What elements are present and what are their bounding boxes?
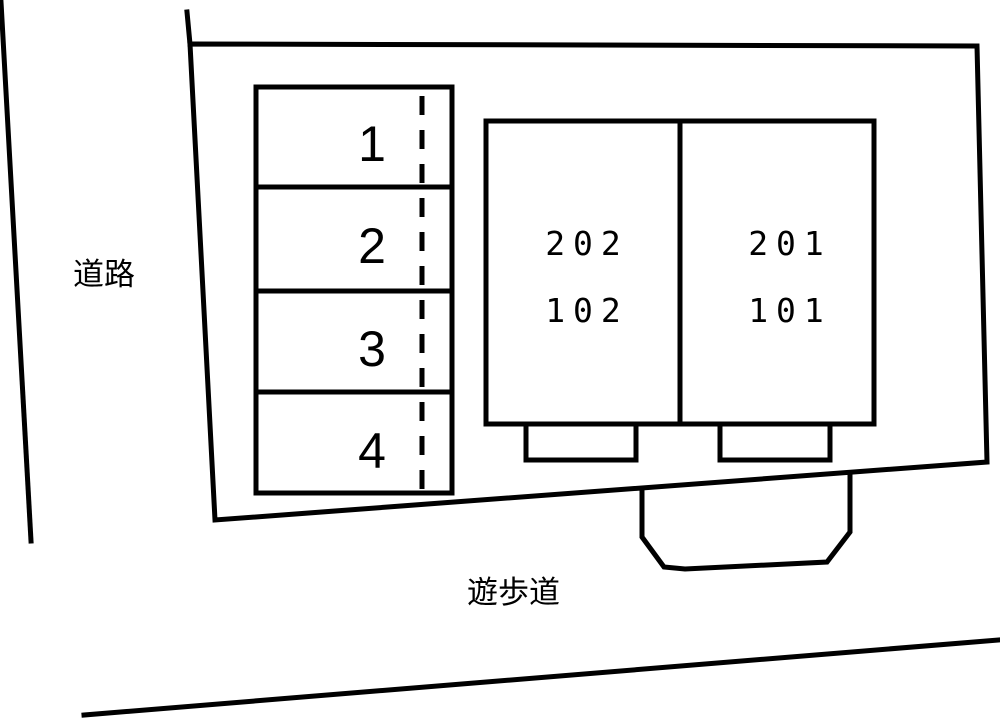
road-edge-line	[0, 0, 34, 544]
promenade-label: 遊歩道	[467, 575, 560, 611]
parking-space-1: 1	[358, 116, 386, 172]
parking-area: 1 2 3 4	[253, 84, 455, 496]
right-porch	[717, 421, 833, 463]
parking-space-3: 3	[358, 321, 386, 377]
parking-space-4: 4	[358, 423, 386, 479]
left-porch	[523, 421, 639, 463]
road-label: 道路	[73, 257, 135, 293]
lot-corner-line	[184, 9, 193, 47]
unit-202: 202	[545, 224, 629, 263]
entrance-path	[639, 473, 853, 572]
unit-102: 102	[545, 291, 629, 330]
parking-space-2: 2	[358, 218, 386, 274]
promenade-edge-line	[81, 637, 1000, 718]
property-boundary	[187, 41, 990, 523]
unit-201: 201	[748, 224, 832, 263]
unit-101: 101	[748, 291, 832, 330]
building: 202 102 201 101	[483, 118, 877, 463]
